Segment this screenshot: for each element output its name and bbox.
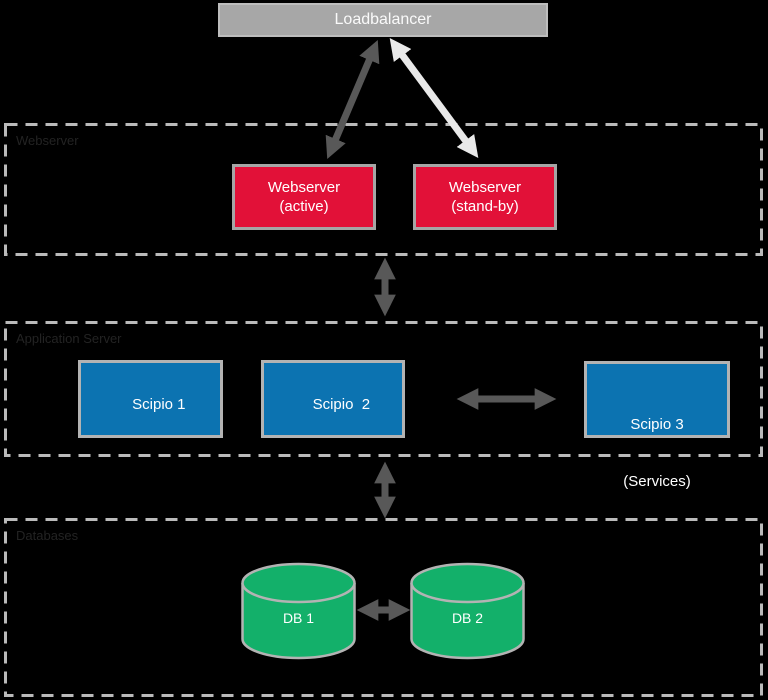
- webserver-standby-node: Webserver (stand-by): [413, 164, 557, 230]
- db-1-label: DB 1: [282, 610, 315, 626]
- loadbalancer-node: Loadbalancer: [218, 3, 548, 37]
- scipio-2-label: Scipio 2: [312, 396, 371, 413]
- webserver-active-line2: (active): [279, 198, 329, 215]
- db-2-label: DB 2: [451, 610, 484, 626]
- db-2-cylinder: DB 2: [409, 562, 526, 661]
- webserver-active-line1: Webserver: [267, 179, 341, 196]
- scipio-3-line2: (Services): [623, 473, 691, 490]
- loadbalancer-label: Loadbalancer: [334, 11, 432, 28]
- application-server-zone-label: Application Server: [16, 331, 122, 346]
- databases-zone-label: Databases: [16, 528, 79, 543]
- scipio-2-node: Scipio 2: [261, 360, 405, 438]
- webserver-zone-label: Webserver: [16, 133, 79, 148]
- webserver-active-node: Webserver (active): [232, 164, 376, 230]
- scipio-3-node: Scipio 3 (Services): [584, 361, 730, 490]
- scipio-1-node: Scipio 1: [78, 360, 223, 438]
- webserver-zone: Webserver: [4, 123, 763, 256]
- webserver-standby-line1: Webserver: [448, 179, 522, 196]
- db-1-cylinder: DB 1: [240, 562, 357, 661]
- scipio-3-line1: Scipio 3: [630, 416, 684, 433]
- webserver-standby-line2: (stand-by): [451, 198, 519, 215]
- databases-zone: Databases: [4, 518, 763, 697]
- scipio-1-label: Scipio 1: [132, 396, 186, 413]
